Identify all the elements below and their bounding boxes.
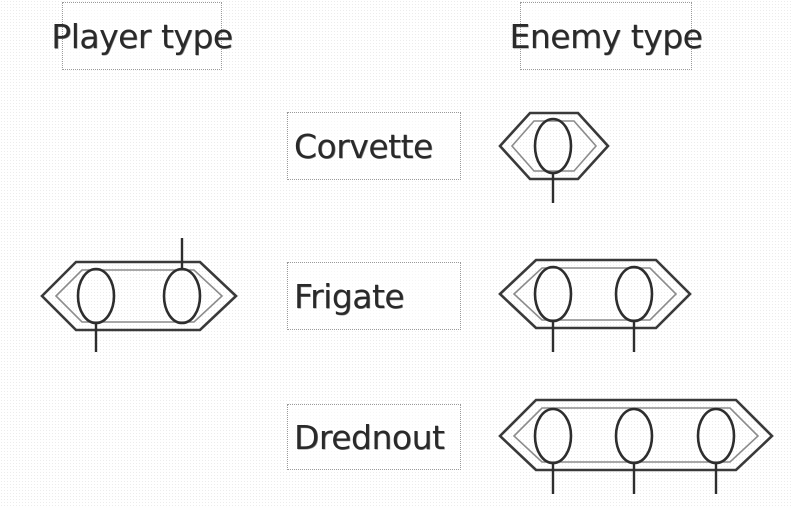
corvette-label: Corvette — [287, 112, 461, 180]
frigate-label: Frigate — [287, 262, 461, 330]
corvette-ship-icon — [498, 111, 610, 203]
enemy-type-header: Enemy type — [510, 2, 703, 70]
player-type-header: Player type — [51, 2, 233, 70]
dreadnought-label: Drednout — [287, 404, 461, 470]
dreadnought-ship-icon — [498, 398, 774, 494]
player-ship-icon — [40, 238, 238, 352]
frigate-ship-icon — [498, 258, 692, 352]
